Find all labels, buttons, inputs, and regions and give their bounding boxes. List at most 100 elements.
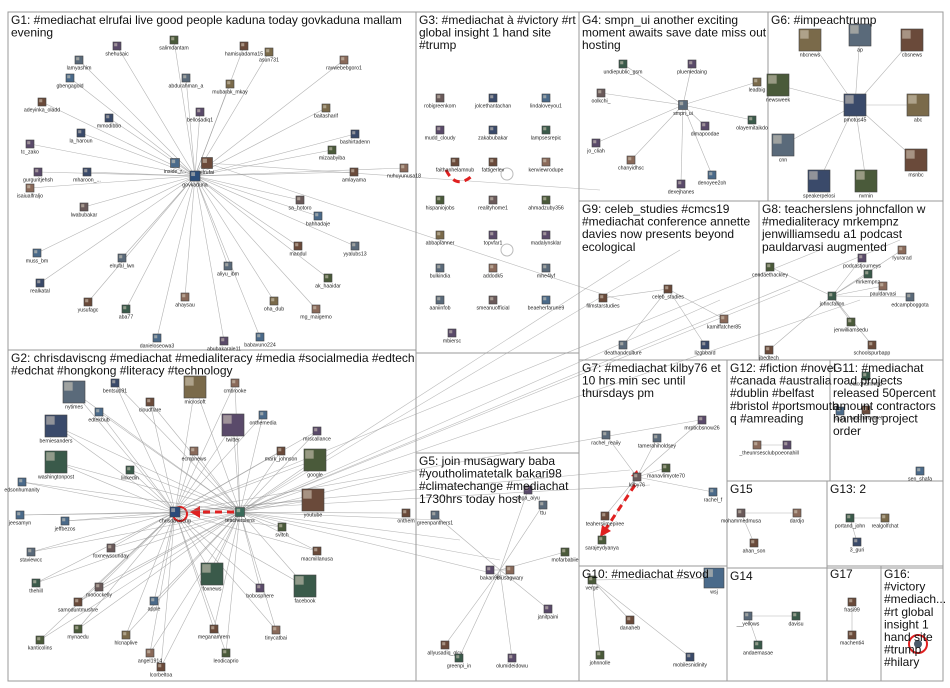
- node-oha-dub[interactable]: oha_dub: [264, 296, 284, 313]
- node-aaniinfob[interactable]: aaniinfob: [429, 295, 451, 312]
- node-realgolfchat[interactable]: realgolfchat: [872, 513, 899, 530]
- node-meganamrern[interactable]: meganamrern: [198, 624, 230, 641]
- node-mubarak-mkay[interactable]: mubarak_mkay: [212, 79, 248, 96]
- node-leodicaprio[interactable]: leodicaprio: [213, 648, 239, 665]
- node-machenti4[interactable]: machenti4: [840, 630, 864, 647]
- node-lcorbeltoa[interactable]: lcorbeltoa: [150, 662, 173, 679]
- node-addodk5[interactable]: addodk5: [483, 263, 503, 280]
- node-johncfallon[interactable]: johncfallon: [819, 291, 845, 308]
- node-deathandculture[interactable]: deathandculture: [604, 340, 642, 357]
- node-elrufal-lwn[interactable]: elrufal_lwn: [110, 253, 135, 270]
- node-edcampboggota[interactable]: edcampboggota: [891, 292, 929, 309]
- node-staviewcc[interactable]: staviewcc: [20, 547, 43, 564]
- node-linkedin[interactable]: linkedin: [121, 465, 139, 482]
- node-ap[interactable]: ap: [848, 23, 872, 54]
- node-hamisuadama15[interactable]: hamisuadama15: [225, 41, 263, 58]
- node-yyalubs13[interactable]: yyalubs13: [343, 241, 367, 258]
- node-nunaj[interactable]: nunaj: [834, 406, 847, 423]
- node-bellosadiq1[interactable]: bellosadiq1: [187, 107, 213, 124]
- node-speakerpelosi[interactable]: speakerpelosi: [803, 169, 835, 200]
- node-mrkempnz[interactable]: mrkempnz: [856, 269, 881, 286]
- node-greenpanthers1[interactable]: greenpanthers1: [417, 510, 453, 527]
- node-andaemasae[interactable]: andaemasae: [743, 640, 773, 657]
- node-fattigerlev[interactable]: fattigerlev: [482, 157, 505, 174]
- node-ak-haaidar[interactable]: ak_haaidar: [315, 273, 341, 290]
- node-newsweek[interactable]: newsweek: [766, 73, 791, 104]
- node-bauchitrumpet[interactable]: bauchitrumpet: [850, 405, 883, 422]
- node-lampsesrepic[interactable]: lampsesrepic: [531, 125, 562, 142]
- node-mrscallance[interactable]: mrscallance: [303, 426, 331, 443]
- node-kenviewrodupe[interactable]: kenviewrodupe: [529, 157, 564, 174]
- node-baitasharif[interactable]: baitasharif: [314, 103, 339, 120]
- node-mofarbabiie[interactable]: mofarbabiie: [551, 547, 579, 564]
- node-adeyinka-oladd[interactable]: adeyinka_oladd: [24, 97, 60, 114]
- node-dimapoodae[interactable]: dimapoodae: [691, 121, 720, 138]
- node-jenwilliamsedu[interactable]: jenwilliamsedu: [833, 317, 868, 334]
- node-nytimes[interactable]: nytimes: [62, 380, 86, 411]
- node-mohammedmusa[interactable]: mohammedmusa: [721, 508, 761, 525]
- node-msnbc[interactable]: msnbc: [904, 148, 928, 179]
- node-hlcnaplive[interactable]: hlcnaplive: [114, 630, 138, 647]
- node-manavlimyote70[interactable]: manavlimyote70: [647, 463, 685, 480]
- node-mynaedu[interactable]: mynaedu: [67, 624, 89, 641]
- node-kilby76[interactable]: kilby76: [629, 472, 645, 489]
- node-jo-cliah[interactable]: jo_cliah: [586, 138, 605, 155]
- node-teacherslens[interactable]: teacherslens: [225, 507, 255, 525]
- node-twitter[interactable]: twitter: [221, 413, 245, 444]
- node-mizaabyiba[interactable]: mizaabyiba: [319, 145, 345, 162]
- node-sa-hotoro[interactable]: sa_hotoro: [288, 195, 312, 212]
- node-la-haroun[interactable]: la_haroun: [69, 128, 93, 145]
- node-tamerahiholdsey[interactable]: tamerahiholdsey: [638, 433, 676, 450]
- node-mbiersc[interactable]: mbiersc: [443, 328, 462, 345]
- node-cloudflare[interactable]: cloudflare: [139, 397, 162, 414]
- node-lwabubakar[interactable]: lwabubakar: [71, 202, 98, 219]
- node-nvrnin[interactable]: nvrnin: [854, 169, 878, 200]
- node-salimdantam[interactable]: salimdantam: [159, 35, 189, 52]
- node-wsj[interactable]: wsj: [703, 567, 725, 596]
- node-abbaplanner[interactable]: abbaplanner: [426, 230, 455, 247]
- node-mobilesnidinity[interactable]: mobilesnidinity: [673, 652, 707, 669]
- node-3-guri[interactable]: 3_guri: [850, 537, 864, 554]
- node-denoyee2oh[interactable]: denoyee2oh: [698, 170, 727, 187]
- node-smpn-ui[interactable]: smpn_ui: [673, 100, 693, 118]
- node-macmillanusa[interactable]: macmillanusa: [301, 546, 333, 563]
- node-apple[interactable]: apple: [148, 596, 161, 613]
- node-sen-shafa[interactable]: sen_shafa: [908, 466, 932, 483]
- node-ryurarad[interactable]: ryurarad: [892, 245, 912, 262]
- node-mrpbcbsnow26[interactable]: mrpbcbsnow26: [684, 415, 720, 432]
- node-bahhadaje[interactable]: bahhadaje: [306, 211, 330, 228]
- node-madalynsklar[interactable]: madalynsklar: [531, 230, 562, 247]
- node-topvfar1[interactable]: topvfar1: [484, 230, 503, 247]
- node-ttu[interactable]: ttu: [538, 500, 548, 517]
- node-rachel-reaiiy[interactable]: rachel_reaiiy: [591, 430, 621, 447]
- node-chrisdaviscng[interactable]: chrisdaviscng: [159, 506, 191, 525]
- node-ecmpnews[interactable]: ecmpnews: [182, 446, 207, 463]
- node-rachel-f[interactable]: rachel_f: [704, 487, 723, 504]
- node-microsoft[interactable]: microsoft: [183, 375, 207, 406]
- node-cnn[interactable]: cnn: [771, 133, 795, 164]
- node-jbedtech[interactable]: jbedtech: [758, 345, 779, 362]
- node-chanyidhsc[interactable]: chanyidhsc: [618, 155, 644, 172]
- node-tc-zako[interactable]: tc_zako: [21, 139, 39, 156]
- node-edtekbub[interactable]: edtekbub: [88, 407, 110, 424]
- node-mooockelly[interactable]: mooockelly: [86, 582, 112, 599]
- node-youtube[interactable]: youtube: [301, 488, 325, 519]
- node-teahersiimepiree[interactable]: teahersiimepiree: [586, 511, 624, 528]
- node-onthemedia[interactable]: onthemedia: [249, 410, 277, 427]
- node-jeesamyn[interactable]: jeesamyn: [8, 510, 31, 527]
- node-dexejhanes[interactable]: dexejhanes: [668, 179, 695, 196]
- node-cendaethackley[interactable]: cendaethackley: [752, 262, 788, 279]
- node-robigreenkom[interactable]: robigreenkom: [424, 93, 456, 110]
- node-greenpi-in[interactable]: greenpi_in: [447, 653, 471, 670]
- node-davisu[interactable]: davisu: [789, 611, 804, 628]
- node-facebook[interactable]: facebook: [293, 574, 317, 605]
- node-elrufai[interactable]: elrufai: [200, 157, 214, 177]
- node--theunrsesclub[interactable]: _theunrsesclub: [738, 440, 775, 457]
- node-danieloseowa3[interactable]: danieloseowa3: [140, 333, 175, 350]
- node-berniesanders[interactable]: berniesanders: [40, 414, 73, 445]
- node-leadbig[interactable]: leadbig: [749, 77, 766, 94]
- node-aliyu-ibm[interactable]: aliyu_ibm: [217, 261, 239, 278]
- node-johnnolle[interactable]: johnnolle: [589, 650, 611, 667]
- node-olayemitaikdo[interactable]: olayemitaikdo: [736, 115, 768, 132]
- node-oolkchi-[interactable]: oolkchi_: [591, 88, 611, 105]
